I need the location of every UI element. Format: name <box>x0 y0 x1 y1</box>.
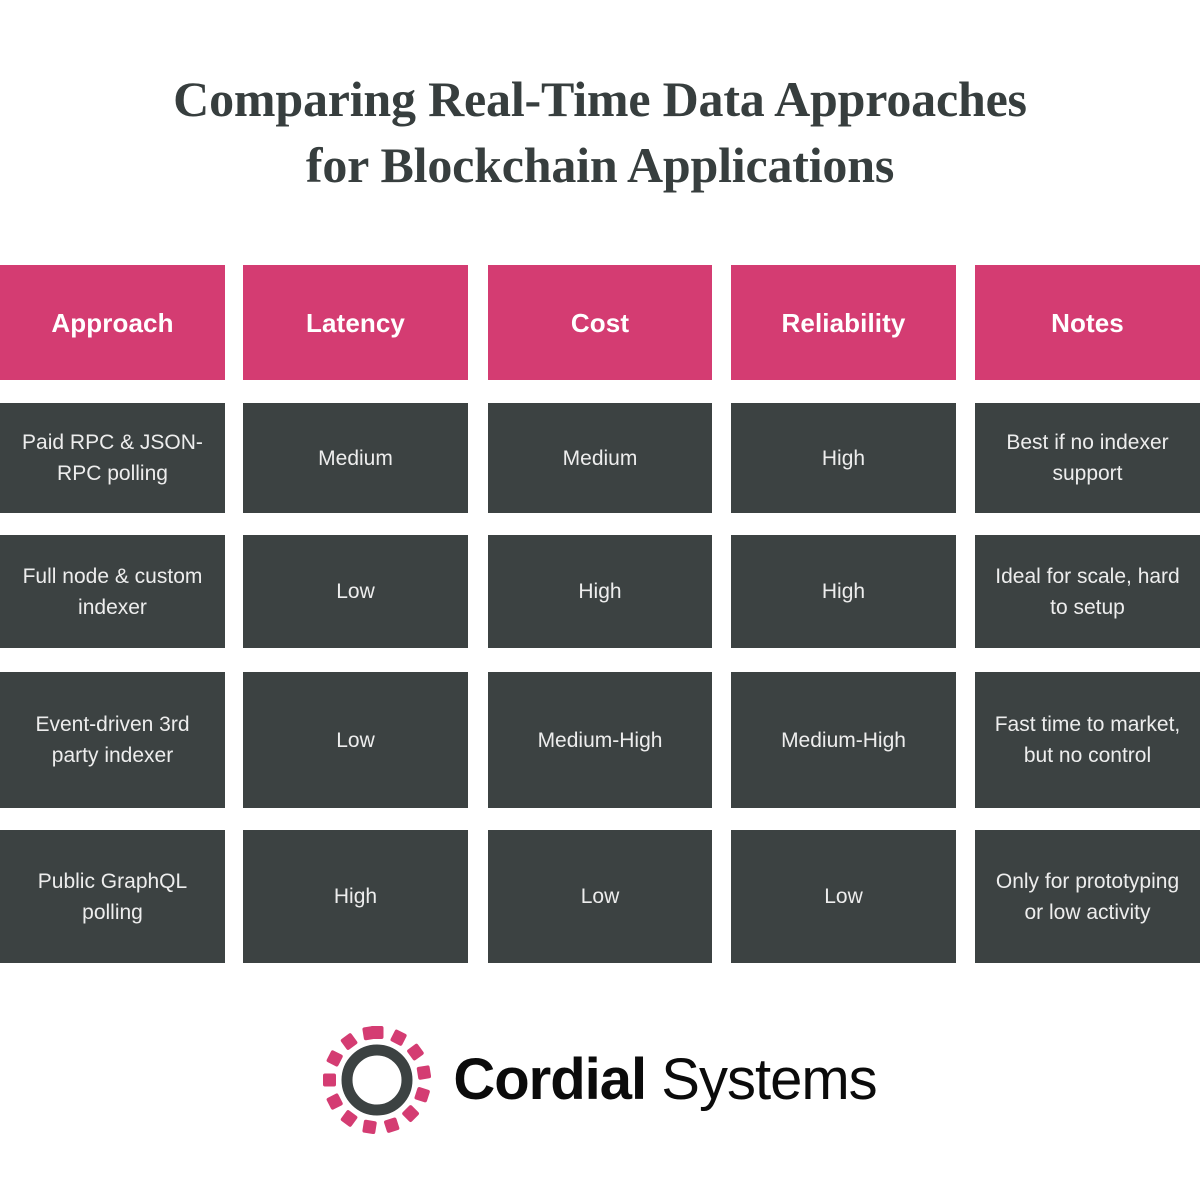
title-line-2: for Blockchain Applications <box>305 137 895 193</box>
logo-word-systems: Systems <box>661 1047 877 1112</box>
cell-approach: Full node & custom indexer <box>0 535 225 648</box>
cell-approach: Paid RPC & JSON-RPC polling <box>0 403 225 513</box>
cell-notes: Best if no indexer support <box>975 403 1200 513</box>
cell-approach: Event-driven 3rd party indexer <box>0 672 225 808</box>
cell-notes: Ideal for scale, hard to setup <box>975 535 1200 648</box>
cell-reliability: High <box>731 403 956 513</box>
cell-latency: Medium <box>243 403 468 513</box>
column-header-cost: Cost <box>488 265 712 380</box>
logo-wordmark: Cordial Systems <box>453 1045 877 1115</box>
logo-word-cordial: Cordial <box>453 1047 647 1112</box>
table-row: Event-driven 3rd party indexer Low Mediu… <box>0 672 1200 808</box>
cell-approach: Public GraphQL polling <box>0 830 225 963</box>
column-header-notes: Notes <box>975 265 1200 380</box>
column-header-latency: Latency <box>243 265 468 380</box>
cell-reliability: High <box>731 535 956 648</box>
table-row: Public GraphQL polling High Low Low Only… <box>0 830 1200 963</box>
cell-cost: Medium <box>488 403 712 513</box>
title-line-1: Comparing Real-Time Data Approaches <box>173 71 1027 127</box>
cell-latency: High <box>243 830 468 963</box>
cell-cost: Low <box>488 830 712 963</box>
brand-logo: Cordial Systems <box>0 1020 1200 1140</box>
column-header-approach: Approach <box>0 265 225 380</box>
table-header-row: Approach Latency Cost Reliability Notes <box>0 265 1200 380</box>
cordial-ring-logo-icon <box>323 1026 432 1134</box>
cell-notes: Only for prototyping or low activity <box>975 830 1200 963</box>
cell-cost: High <box>488 535 712 648</box>
cell-cost: Medium-High <box>488 672 712 808</box>
cell-latency: Low <box>243 535 468 648</box>
cell-notes: Fast time to market, but no control <box>975 672 1200 808</box>
page-title: Comparing Real-Time Data Approaches for … <box>0 66 1200 198</box>
cell-latency: Low <box>243 672 468 808</box>
column-header-reliability: Reliability <box>731 265 956 380</box>
table-row: Paid RPC & JSON-RPC polling Medium Mediu… <box>0 403 1200 513</box>
cell-reliability: Low <box>731 830 956 963</box>
table-row: Full node & custom indexer Low High High… <box>0 535 1200 648</box>
cell-reliability: Medium-High <box>731 672 956 808</box>
